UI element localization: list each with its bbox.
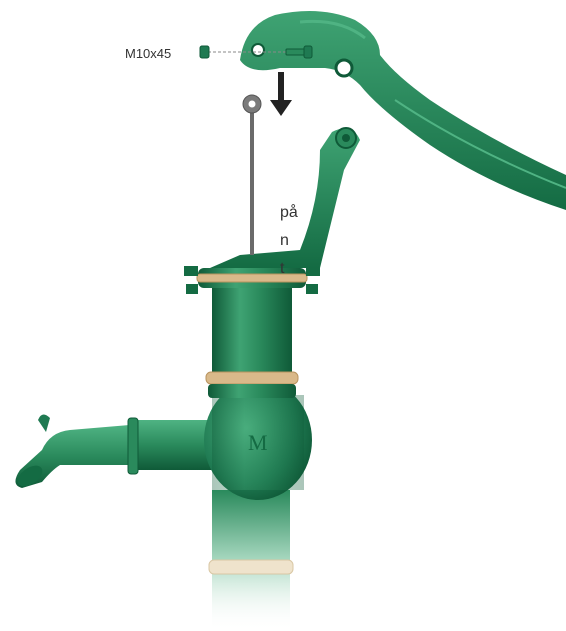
lower-pipe: [209, 490, 293, 631]
pump-rod: [243, 95, 261, 255]
instruction-line: på: [280, 199, 310, 227]
nut-icon: [200, 46, 209, 58]
bolt-size-label: M10x45: [125, 46, 171, 61]
instruction-line: n: [280, 227, 310, 255]
pump-column: [184, 266, 320, 398]
logo-emblem: M: [248, 430, 268, 455]
down-arrow-icon: [270, 72, 292, 116]
pump-handle: [240, 11, 566, 210]
instruction-text: på n t: [280, 199, 310, 283]
bolt-icon: [286, 49, 306, 55]
instruction-line: t: [280, 255, 310, 283]
